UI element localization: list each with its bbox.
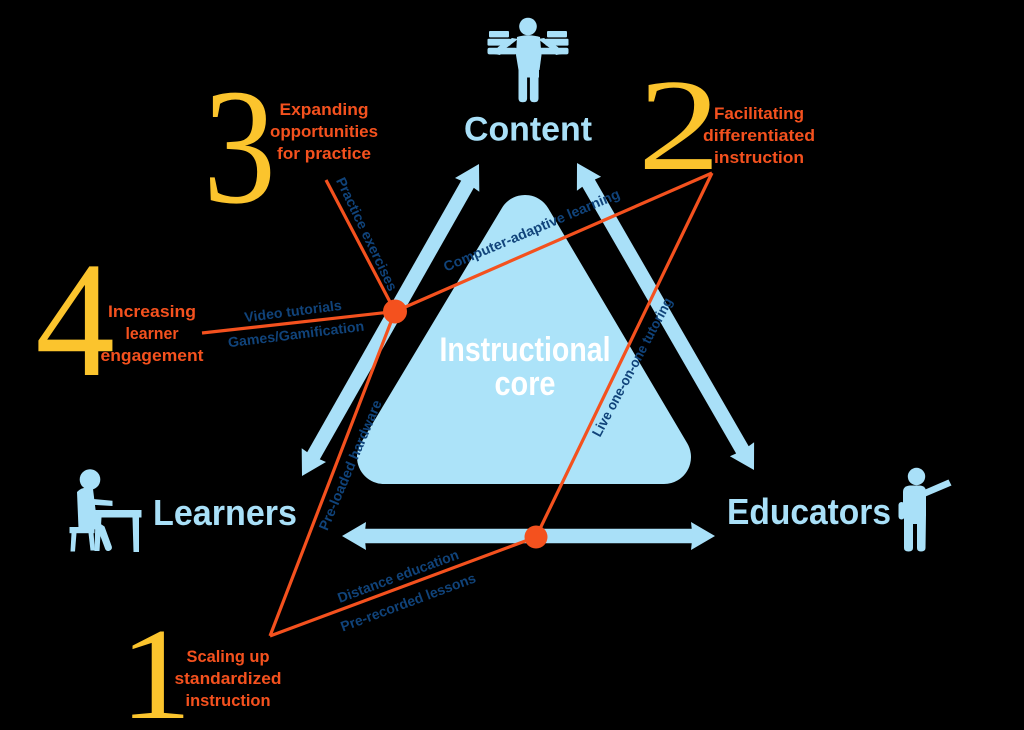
svg-text:standardized: standardized [175, 669, 282, 688]
svg-text:engagement: engagement [101, 346, 204, 365]
svg-text:Increasing: Increasing [108, 302, 196, 321]
svg-text:1: 1 [120, 601, 193, 730]
svg-text:instruction: instruction [186, 691, 271, 710]
svg-text:opportunities: opportunities [270, 122, 378, 141]
svg-text:Instructional: Instructional [440, 331, 611, 369]
svg-text:Content: Content [464, 111, 592, 149]
svg-text:2: 2 [638, 53, 721, 197]
svg-text:Scaling up: Scaling up [187, 647, 270, 666]
svg-text:4: 4 [35, 228, 115, 411]
svg-text:Educators: Educators [727, 491, 891, 532]
svg-text:for practice: for practice [277, 144, 371, 163]
svg-text:Expanding: Expanding [280, 100, 369, 119]
svg-text:Learners: Learners [153, 492, 297, 533]
svg-text:differentiated: differentiated [703, 126, 815, 145]
svg-text:core: core [495, 365, 556, 403]
svg-text:3: 3 [203, 55, 276, 238]
svg-text:Facilitating: Facilitating [714, 104, 804, 123]
svg-text:instruction: instruction [714, 148, 804, 167]
svg-text:learner: learner [126, 324, 179, 343]
